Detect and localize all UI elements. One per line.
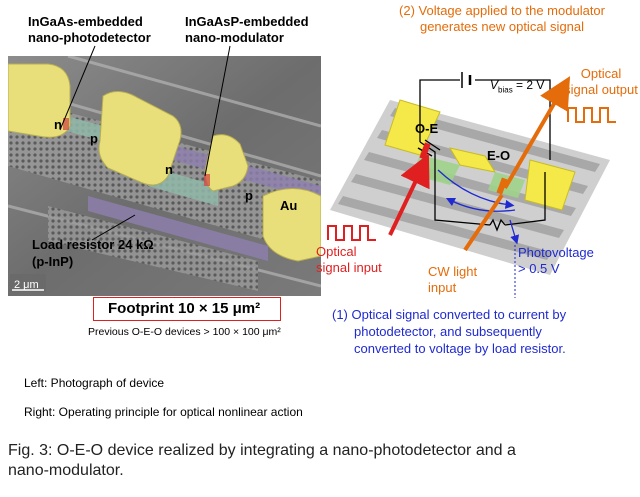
photovoltage-label-line2: > 0.5 V: [518, 261, 560, 276]
modulator-label-line2: nano-modulator: [185, 30, 284, 45]
photodetector-label-line2: nano-photodetector: [28, 30, 151, 45]
label-n-right: n: [165, 162, 173, 177]
caption-right: Right: Operating principle for optical n…: [24, 405, 303, 419]
cw-light-label-line1: CW light: [428, 264, 478, 279]
load-resistor-label-line2: (p-InP): [32, 254, 74, 269]
cw-light-label: CW light input: [428, 264, 477, 296]
step1-note-line2: photodetector, and subsequently: [354, 324, 542, 339]
label-p-right: p: [245, 188, 253, 203]
optical-input-label: Optical signal input: [316, 244, 382, 276]
modulator-label: InGaAsP-embedded nano-modulator: [185, 14, 309, 46]
step1-note-line1: (1) Optical signal converted to current …: [332, 307, 567, 322]
operating-principle-diagram: [327, 72, 616, 298]
modulator-label-line1: InGaAsP-embedded: [185, 14, 309, 29]
output-pulse-train: [567, 107, 616, 123]
eo-label: E-O: [487, 148, 511, 163]
vbias-value: = 2 V: [512, 78, 545, 92]
figure-caption-line1: Fig. 3: O-E-O device realized by integra…: [8, 442, 516, 459]
step1-note-line3: converted to voltage by load resistor.: [354, 341, 566, 356]
label-n-left: n: [54, 117, 62, 132]
scale-bar-label: 2 μm: [14, 279, 39, 291]
vbias-symbol: V: [490, 78, 499, 92]
vbias-subscript: bias: [498, 85, 513, 95]
optical-input-label-line2: signal input: [316, 260, 382, 275]
input-pulse-train: [327, 225, 376, 241]
footprint-box: [93, 297, 281, 321]
optical-output-label-line1: Optical: [580, 66, 622, 81]
optical-output-label: Optical signal output: [562, 66, 640, 98]
modulator-voltage-note: (2) Voltage applied to the modulator gen…: [386, 3, 618, 35]
optical-input-label-line1: Optical: [316, 244, 357, 259]
previous-devices-text: Previous O-E-O devices > 100 × 100 μm²: [88, 326, 281, 338]
oe-label: O-E: [415, 121, 439, 136]
electrode-pad-right: [524, 159, 576, 211]
figure-caption-line2: nano-modulator.: [8, 462, 124, 479]
modulator-voltage-note-line1: (2) Voltage applied to the modulator: [399, 3, 605, 18]
modulator-voltage-note-line2: generates new optical signal: [419, 19, 585, 34]
caption-left: Left: Photograph of device: [24, 376, 165, 390]
device-photograph: [8, 56, 321, 296]
load-resistor-label: Load resistor 24 kΩ (p-InP): [32, 236, 154, 270]
load-resistor-label-line1: Load resistor 24 kΩ: [32, 237, 154, 252]
footprint-text: Footprint 10 × 15 μm²: [108, 300, 261, 317]
vbias-label: Vbias = 2 V: [490, 78, 544, 94]
step1-note: (1) Optical signal converted to current …: [332, 306, 566, 357]
cw-light-label-line2: input: [428, 280, 457, 295]
optical-output-label-line2: signal output: [564, 82, 638, 97]
figure-caption: Fig. 3: O-E-O device realized by integra…: [8, 441, 516, 481]
photodetector-label: InGaAs-embedded nano-photodetector: [28, 14, 151, 46]
photovoltage-label-line1: Photovoltage: [518, 245, 594, 260]
label-p-left: p: [90, 131, 98, 146]
label-au: Au: [280, 198, 298, 213]
photovoltage-label: Photovoltage > 0.5 V: [518, 245, 594, 277]
photodetector-label-line1: InGaAs-embedded: [28, 14, 143, 29]
